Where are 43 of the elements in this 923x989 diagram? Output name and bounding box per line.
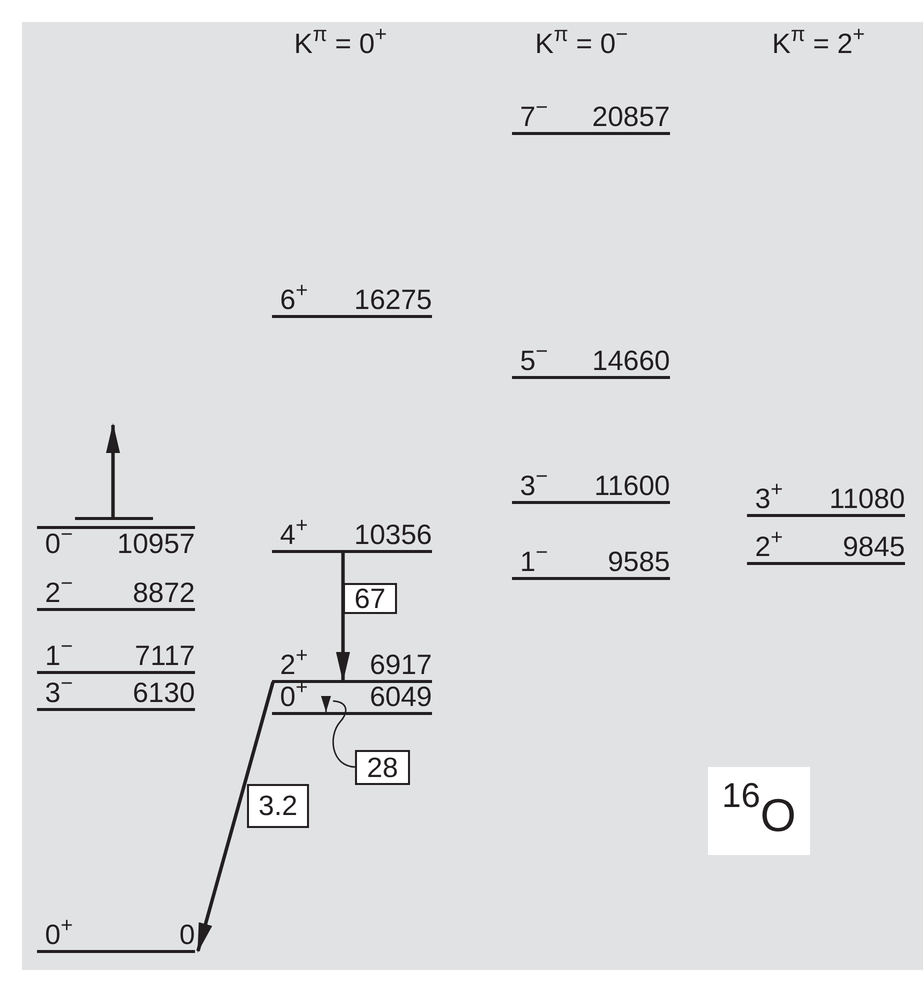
spin-parity-label: 4$^{+}$	[280, 520, 308, 550]
energy-value: 10356	[354, 520, 432, 550]
transition-arrow	[336, 553, 350, 682]
level-bar	[75, 517, 153, 520]
energy-value: 11600	[594, 471, 670, 501]
spin-parity-label: 0$^{−}$	[45, 529, 73, 559]
band-label: K$^{π}$ = 0$^{+}$	[294, 28, 387, 60]
spin-parity-label: 0$^{+}$	[45, 920, 73, 950]
energy-value: 0	[179, 920, 195, 950]
energy-value: 11080	[829, 484, 905, 514]
energy-value: 6049	[370, 682, 432, 712]
transition-strength-label: 28	[355, 750, 410, 785]
energy-value: 6130	[132, 678, 195, 708]
band-label: K$^{π}$ = 2$^{+}$	[772, 28, 865, 60]
energy-value: 9585	[608, 547, 670, 577]
energy-value: 16275	[354, 285, 432, 315]
band-label: K$^{π}$ = 0$^{−}$	[535, 28, 628, 60]
spin-parity-label: 3$^{−}$	[45, 678, 73, 708]
energy-value: 9845	[842, 532, 905, 562]
spin-parity-label: 1$^{−}$	[45, 641, 73, 671]
spin-parity-label: 1$^{−}$	[520, 547, 548, 577]
spin-parity-label: 2$^{+}$	[280, 650, 308, 680]
energy-value: 10957	[117, 529, 195, 559]
transition-arrow	[196, 682, 275, 953]
energy-value: 6917	[370, 650, 432, 680]
spin-parity-label: 5$^{−}$	[520, 346, 548, 376]
transition-arrow	[321, 696, 331, 712]
transition-strength-label: 3.2	[247, 784, 309, 828]
spin-parity-label: 3$^{−}$	[520, 471, 548, 501]
spin-parity-label: 2$^{−}$	[45, 578, 73, 608]
transition-strength-label: 67	[343, 583, 397, 614]
spin-parity-label: 7$^{−}$	[520, 102, 548, 132]
leader-line	[332, 700, 356, 768]
spin-parity-label: 2$^{+}$	[755, 532, 783, 562]
energy-value: 14660	[592, 346, 670, 376]
energy-value: 8872	[132, 578, 195, 608]
energy-value: 20857	[592, 102, 670, 132]
spin-parity-label: 3$^{+}$	[755, 484, 783, 514]
spin-parity-label: 6$^{+}$	[280, 285, 308, 315]
nucleus-label: $^{16}$O	[708, 767, 810, 855]
energy-level	[272, 683, 432, 715]
transition-arrow	[106, 423, 120, 517]
energy-value: 7117	[134, 641, 195, 671]
